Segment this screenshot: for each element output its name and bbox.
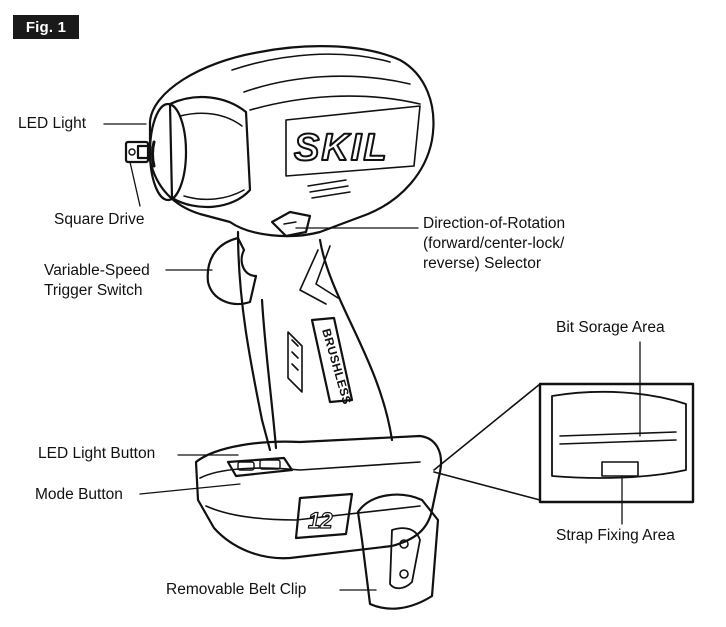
label-direction-line3: reverse) Selector [423, 255, 542, 272]
belt-clip [356, 493, 440, 610]
handle-accent [299, 245, 339, 305]
label-bit-storage: Bit Sorage Area [556, 319, 665, 336]
label-mode-button: Mode Button [35, 486, 123, 503]
brand-panel [285, 105, 421, 177]
direction-selector [270, 210, 312, 238]
inset-detail [551, 390, 687, 479]
zoom-line-bottom [433, 471, 541, 501]
label-led-button: LED Light Button [38, 445, 156, 462]
label-strap-area: Strap Fixing Area [556, 527, 675, 544]
square-drive [124, 140, 152, 164]
voltage-badge-plate [294, 492, 354, 540]
label-direction-selector: Direction-of-Rotation (forward/center-lo… [423, 214, 565, 274]
label-direction-line2: (forward/center-lock/ [423, 235, 565, 252]
inset-frame [538, 382, 695, 504]
label-trigger-line1: Variable-Speed [44, 262, 150, 279]
nose-cone [168, 95, 252, 209]
figure-badge: Fig. 1 [13, 15, 79, 39]
label-trigger-switch: Variable-Speed Trigger Switch [44, 261, 150, 301]
button-pad [226, 456, 294, 478]
label-direction-line1: Direction-of-Rotation [423, 215, 566, 232]
brand-logo: SKIL [294, 127, 389, 169]
label-square-drive: Square Drive [54, 211, 145, 228]
trigger [206, 236, 258, 306]
brushless-text: BRUSHLESS [319, 327, 354, 406]
body-outline [148, 45, 435, 238]
grip-ribs [287, 331, 303, 393]
led-light-lens [151, 140, 156, 168]
brushless-plate [310, 316, 354, 404]
handle-outline [236, 230, 394, 452]
label-trigger-line2: Trigger Switch [44, 282, 143, 299]
voltage-badge: 12 [308, 508, 333, 533]
zoom-line-top [433, 383, 541, 471]
label-led-light: LED Light [18, 115, 87, 132]
leader-lines [103, 123, 641, 591]
vent-slots [307, 179, 351, 199]
label-belt-clip: Removable Belt Clip [166, 581, 307, 598]
battery-base [194, 434, 443, 560]
handle-front [260, 298, 278, 450]
